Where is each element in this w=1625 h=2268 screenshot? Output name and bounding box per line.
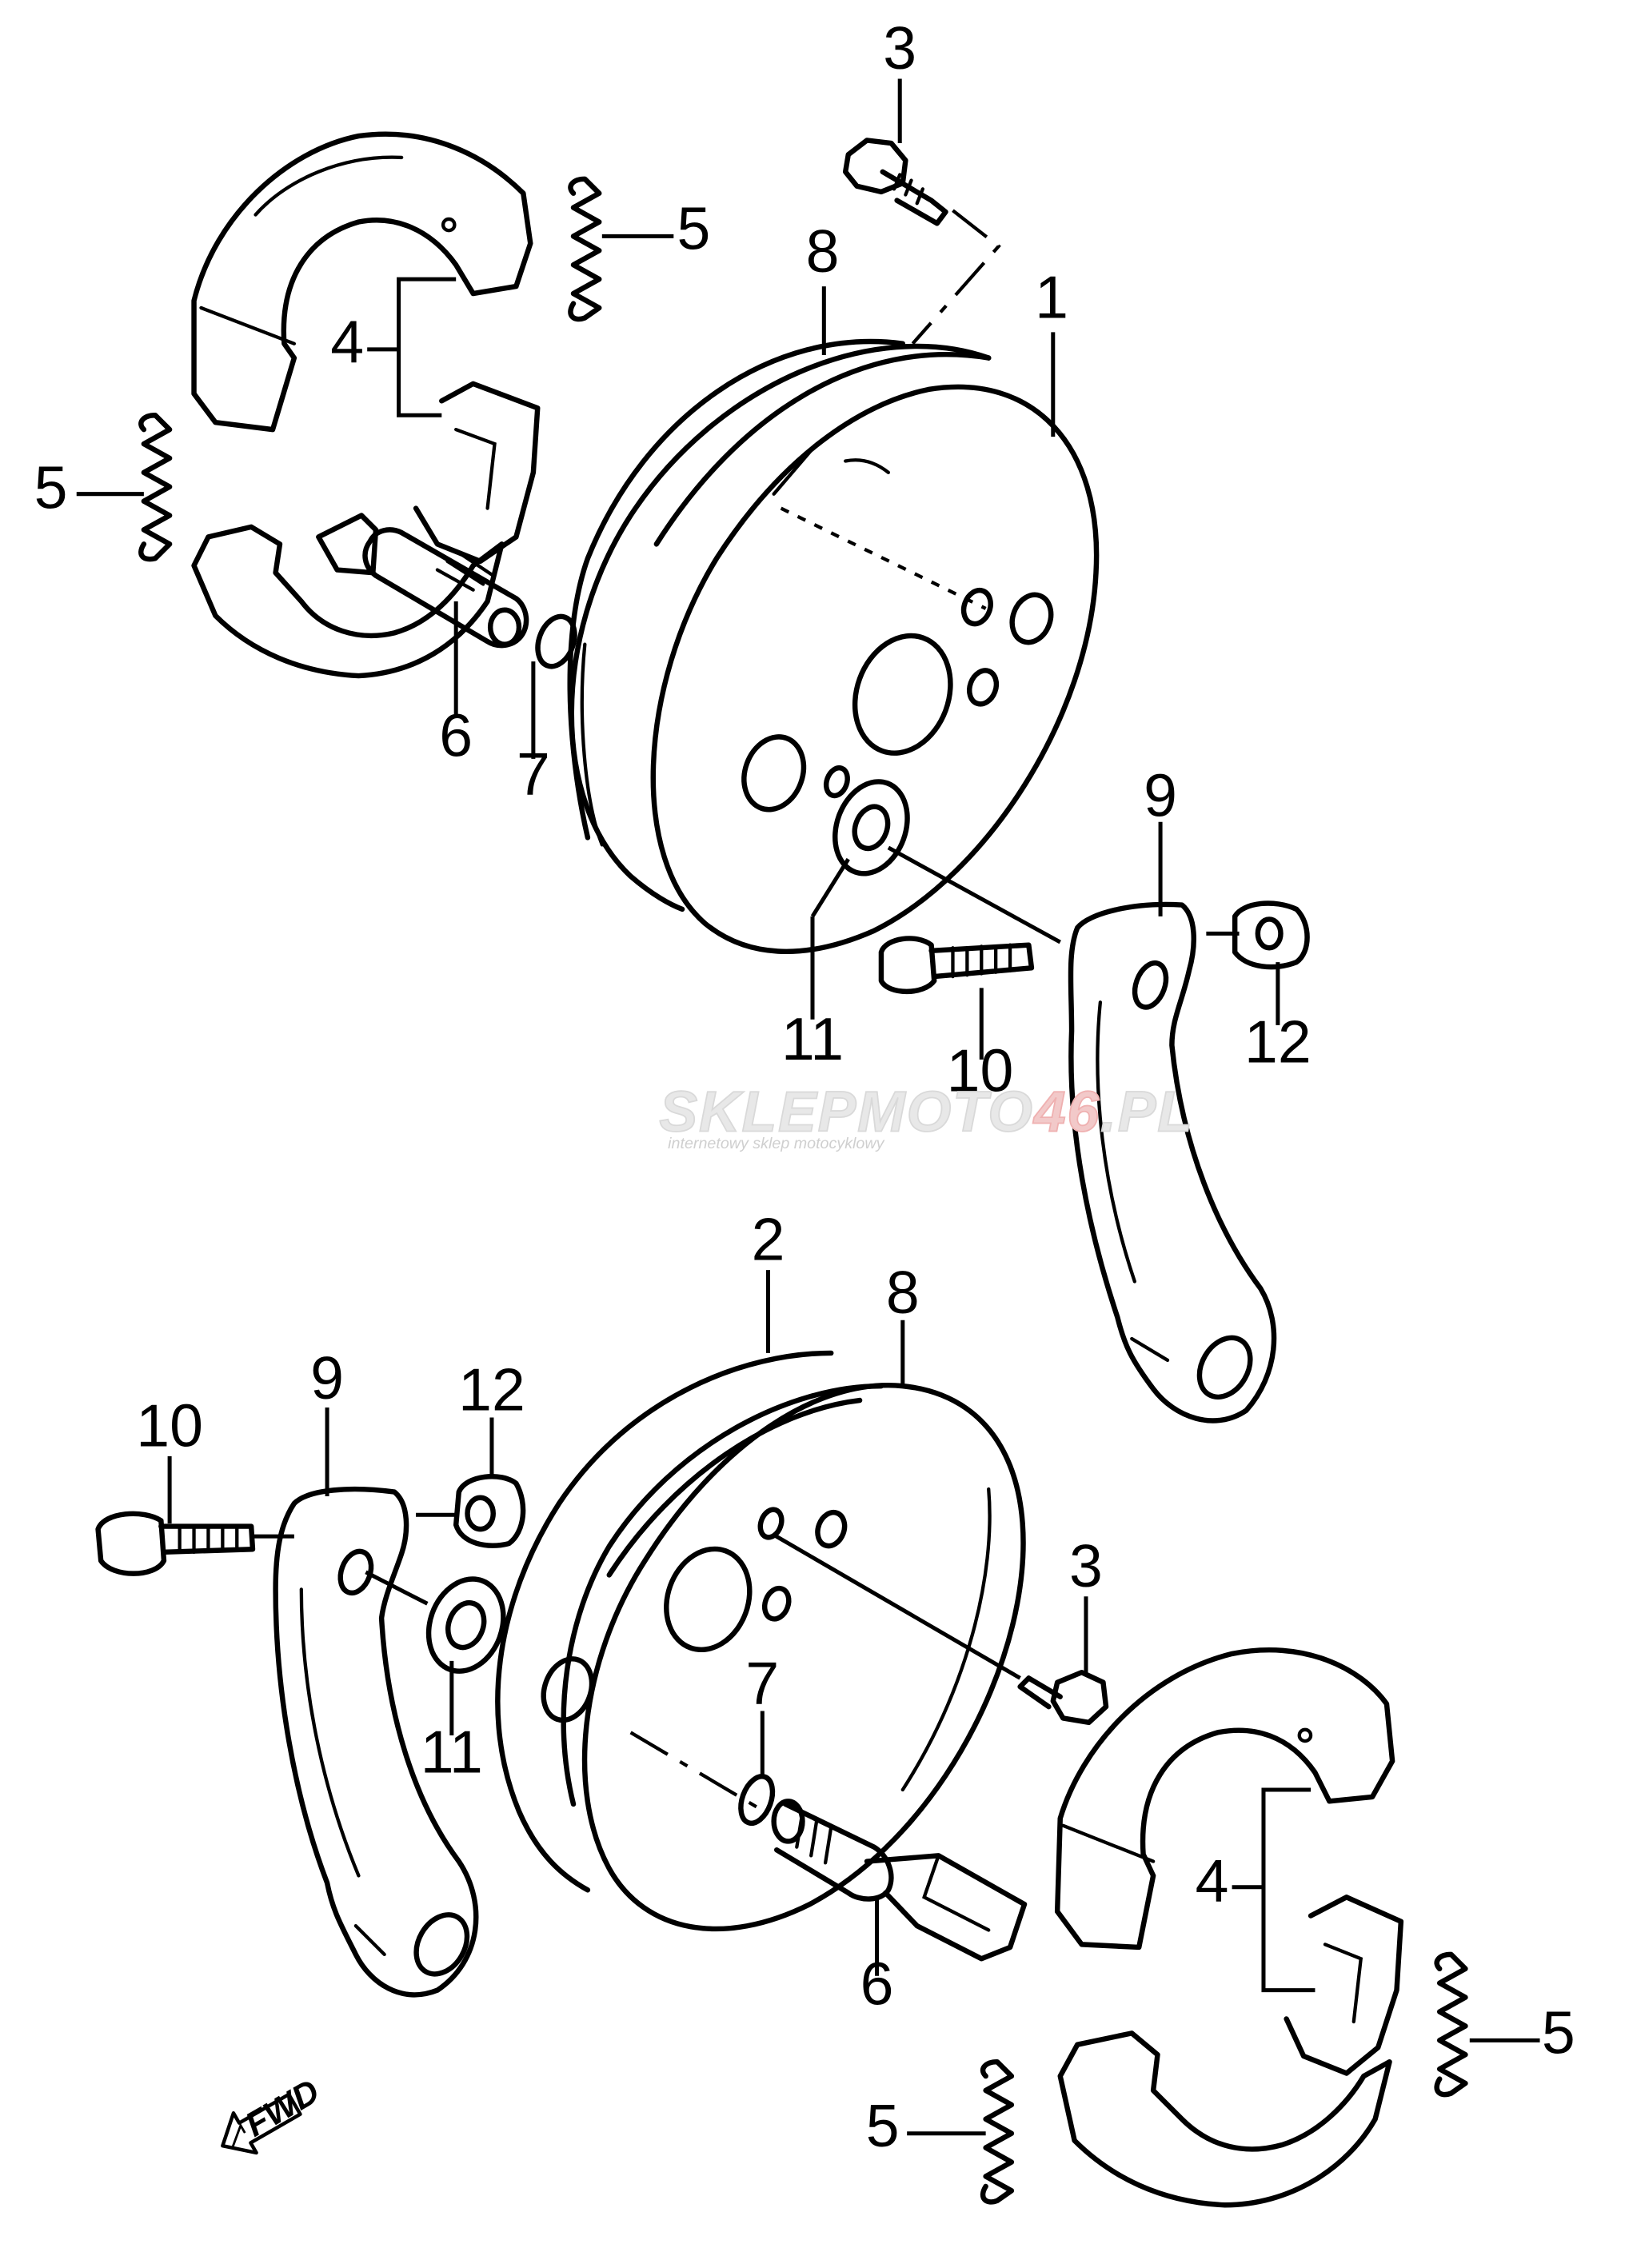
lower-camshaft-axis <box>629 1731 758 1809</box>
upper-camshaft <box>362 527 529 649</box>
callout-lower-shoe: 4 <box>1196 1847 1229 1915</box>
lower-lever-bolt <box>95 1511 256 1576</box>
fwd-arrow: FWD <box>221 2072 326 2155</box>
lower-seal-ring <box>561 1383 884 1807</box>
callout-upper-nut: 12 <box>1244 1008 1312 1075</box>
callout-lower-lever-bolt: 10 <box>136 1392 203 1459</box>
watermark: SKLEPMOTO46.PL internetowy sklep motocyk… <box>659 1080 1193 1152</box>
watermark-brand-suffix: .PL <box>1100 1080 1194 1144</box>
callout-upper-spring-left: 5 <box>34 454 68 521</box>
callout-upper-seal: 8 <box>806 218 840 285</box>
lower-assembly <box>95 1350 1468 2208</box>
watermark-brand-number: 46 <box>1032 1080 1100 1144</box>
fwd-arrow-icon <box>221 2092 302 2155</box>
lower-spring-bottom <box>980 2058 1015 2205</box>
lower-washer-axis <box>365 1570 429 1606</box>
upper-brake-shoe-top <box>191 131 533 433</box>
upper-seal-ring <box>567 338 906 841</box>
callout-lower-spring-bottom: 5 <box>866 2092 900 2159</box>
fwd-label: FWD <box>239 2072 326 2144</box>
lower-bolt-axis <box>773 1533 1021 1680</box>
watermark-brand-main: SKLEPMOTO <box>659 1080 1033 1144</box>
upper-spring-left <box>138 412 173 562</box>
lower-nut <box>453 1474 526 1548</box>
upper-lever-bolt <box>878 936 1035 995</box>
upper-bolt-3 <box>842 138 948 226</box>
callout-lower-seal: 8 <box>886 1259 920 1326</box>
callout-upper-cam-lever: 9 <box>1144 762 1177 829</box>
upper-washer-axis <box>887 845 1061 944</box>
lower-cam-lever <box>273 1486 479 1998</box>
callout-lower-nut: 12 <box>458 1356 525 1423</box>
upper-bolt-axis <box>911 209 1001 345</box>
callouts-lower: 2 8 9 12 10 3 7 11 4 6 5 5 <box>136 1206 1575 2159</box>
callout-upper-camshaft: 6 <box>439 701 473 769</box>
callout-upper-washer: 11 <box>781 1005 844 1072</box>
lower-bolt-3 <box>1017 1669 1109 1726</box>
upper-washer <box>832 779 910 876</box>
watermark-brand: SKLEPMOTO46.PL <box>659 1080 1193 1144</box>
callout-upper-lever-bolt: 10 <box>947 1036 1014 1104</box>
callout-upper-shoe: 4 <box>330 308 364 375</box>
callout-upper-o-ring: 7 <box>517 741 550 808</box>
callout-lower-camshaft: 6 <box>860 1951 894 2018</box>
callout-lower-washer: 11 <box>421 1719 483 1786</box>
upper-brake-shoe-bottom <box>191 381 541 679</box>
callout-upper-panel: 1 <box>1035 263 1068 330</box>
callout-lower-spring-right: 5 <box>1542 1998 1575 2066</box>
upper-o-ring <box>535 613 577 669</box>
upper-cam-lever <box>1068 901 1277 1423</box>
callout-upper-spring-right: 5 <box>677 195 710 262</box>
callout-lower-o-ring: 7 <box>745 1650 779 1717</box>
watermark-tagline: internetowy sklep motocyklowy <box>668 1135 884 1152</box>
upper-assembly <box>138 131 1310 1423</box>
upper-brake-panel <box>569 343 1100 955</box>
lower-camshaft <box>771 1799 1028 1962</box>
upper-nut <box>1232 900 1310 970</box>
lower-brake-shoe-bottom <box>1057 1895 1404 2208</box>
upper-spring-right <box>568 176 602 322</box>
lower-brake-shoe-top <box>1054 1647 1395 1951</box>
callout-upper-bolt: 3 <box>883 14 916 82</box>
callout-lower-bolt: 3 <box>1069 1532 1103 1599</box>
upper-panel-dashed-axis <box>780 506 987 610</box>
lower-brake-panel <box>495 1350 1026 1932</box>
callouts-upper: 3 5 8 1 4 5 6 7 9 11 12 10 <box>34 14 1312 1104</box>
callout-lower-panel: 2 <box>752 1206 785 1273</box>
callout-lower-cam-lever: 9 <box>310 1344 344 1412</box>
leader-lines <box>76 78 1540 2136</box>
lower-spring-right <box>1434 1951 1468 2098</box>
lower-o-ring <box>738 1774 776 1827</box>
